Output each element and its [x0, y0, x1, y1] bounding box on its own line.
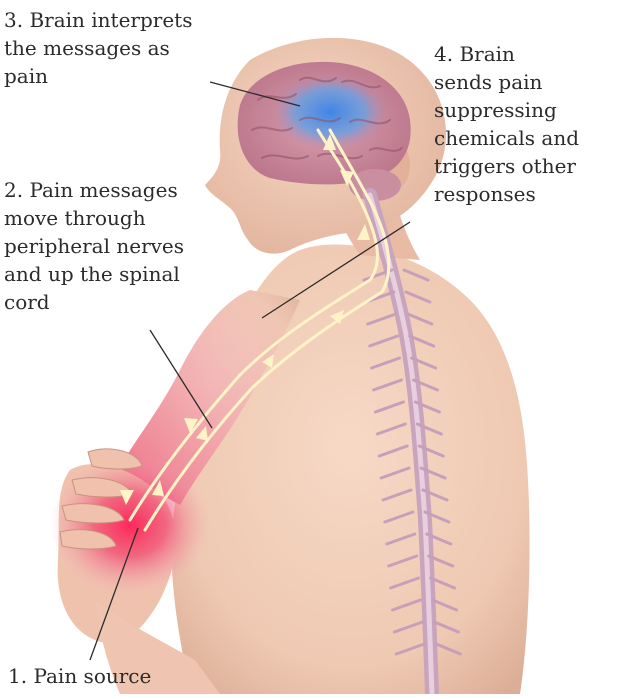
- label-line: chemicals and: [434, 124, 579, 152]
- label-line: move through: [4, 204, 184, 232]
- label-line: 4. Brain: [434, 40, 579, 68]
- label-line: suppressing: [434, 96, 579, 124]
- label-line: sends pain: [434, 68, 579, 96]
- label-line: 1. Pain source: [8, 662, 151, 690]
- pain-glow: [50, 455, 210, 595]
- label-line: the messages as: [4, 34, 192, 62]
- label-line: 3. Brain interprets: [4, 6, 192, 34]
- label-line: cord: [4, 288, 184, 316]
- label-line: responses: [434, 180, 579, 208]
- label-line: pain: [4, 62, 192, 90]
- label-line: peripheral nerves: [4, 232, 184, 260]
- label-line: triggers other: [434, 152, 579, 180]
- label-line: 2. Pain messages: [4, 176, 184, 204]
- label-pain-source: 1. Pain source: [8, 662, 151, 690]
- label-line: and up the spinal: [4, 260, 184, 288]
